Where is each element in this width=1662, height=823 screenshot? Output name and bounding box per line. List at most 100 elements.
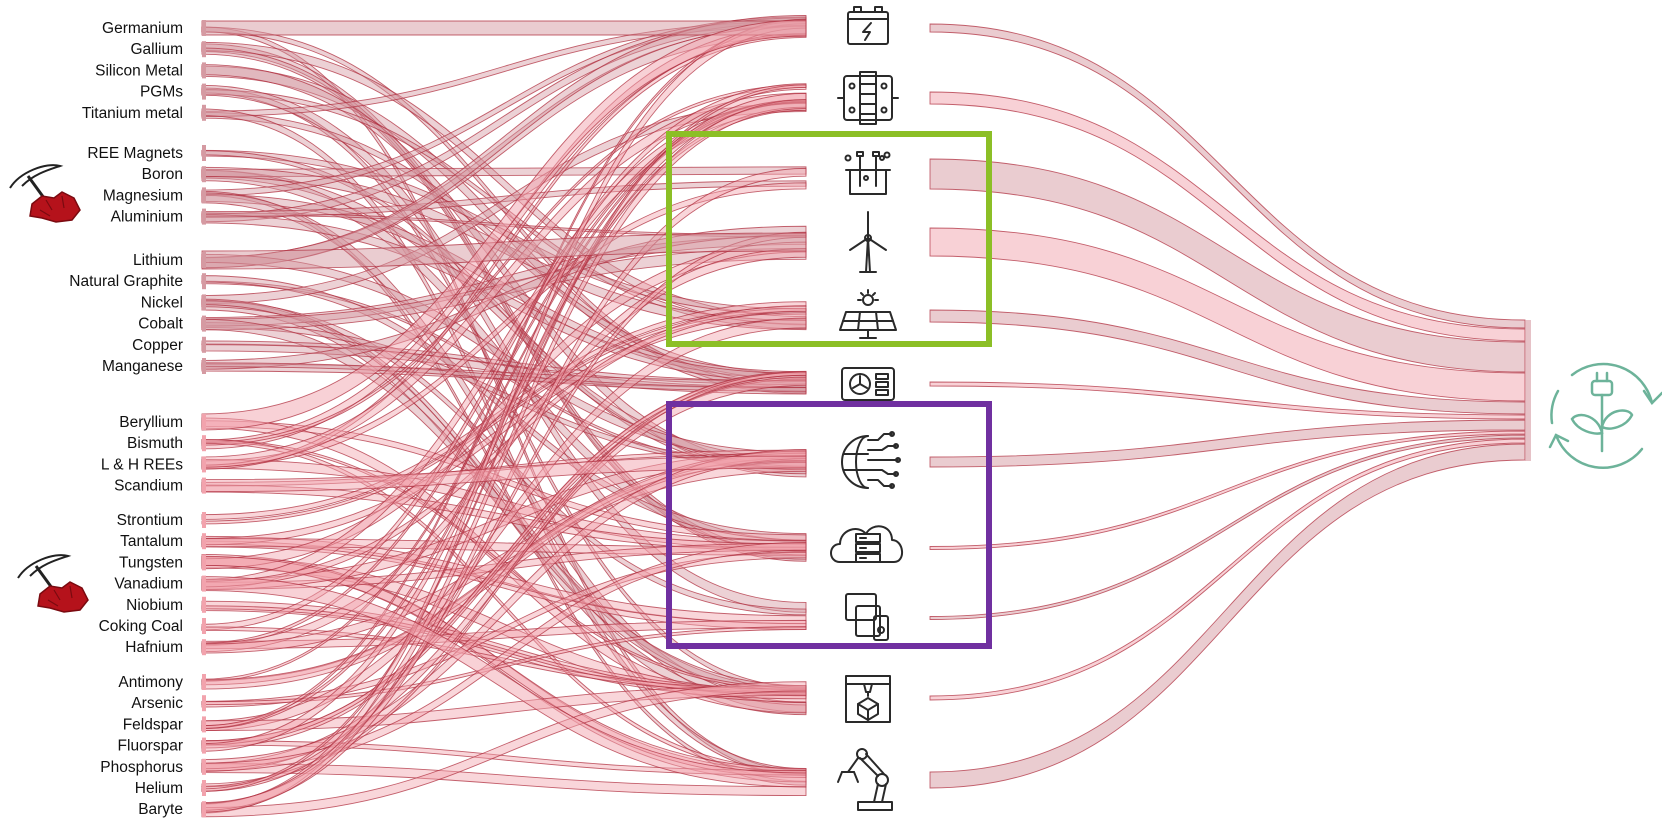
material-label: L & H REEs	[101, 456, 183, 473]
solar-panel-icon	[839, 289, 897, 339]
material-node	[202, 166, 206, 183]
heat-pump-icon	[841, 367, 895, 401]
flow-band	[929, 443, 1526, 789]
robot-arm-icon	[837, 748, 893, 811]
flow-band	[201, 247, 807, 331]
material-label: Coking Coal	[99, 618, 183, 635]
material-node	[202, 716, 206, 733]
material-label: Copper	[132, 337, 183, 354]
flow-band	[201, 541, 807, 772]
material-node	[202, 435, 206, 452]
material-label: Nickel	[141, 294, 183, 311]
material-node	[202, 695, 206, 712]
material-label: Cobalt	[138, 316, 183, 333]
flow-band	[201, 99, 807, 813]
material-node	[202, 737, 206, 754]
material-label: Lithium	[133, 252, 183, 269]
material-node	[202, 145, 206, 161]
material-label: Phosphorus	[100, 759, 183, 776]
material-node	[202, 477, 206, 494]
flow-band	[929, 158, 1526, 373]
3d-printer-icon	[845, 675, 891, 723]
material-node	[202, 533, 206, 550]
green-transition-cycle-icon	[1548, 362, 1662, 469]
material-label: Magnesium	[103, 187, 183, 204]
material-label: Strontium	[117, 512, 183, 529]
material-node	[202, 554, 206, 571]
flow-band	[201, 376, 807, 773]
material-label: Titanium metal	[82, 105, 183, 122]
material-label: Boron	[142, 166, 183, 183]
energy-technologies-box	[666, 131, 992, 347]
battery-icon	[847, 6, 889, 45]
flow-band	[201, 371, 807, 788]
material-node	[202, 294, 206, 311]
material-label: Helium	[135, 780, 183, 797]
material-label: Fluorspar	[118, 738, 183, 755]
material-label: Beryllium	[119, 414, 183, 431]
flow-band	[201, 681, 807, 818]
material-label: Gallium	[130, 41, 183, 58]
electrolyser-icon	[844, 151, 891, 195]
flow-band	[201, 685, 807, 732]
material-label: Germanium	[102, 20, 183, 37]
technology-to-end-use-flows	[929, 23, 1531, 789]
digital-technologies-box	[666, 401, 992, 649]
material-node	[202, 336, 206, 353]
devices-icon	[845, 593, 889, 641]
material-node	[202, 456, 206, 473]
material-label: Arsenic	[131, 695, 183, 712]
cloud-server-icon	[830, 525, 903, 563]
flow-band	[201, 19, 807, 431]
material-label: Niobium	[126, 597, 183, 614]
material-label: PGMs	[140, 84, 183, 101]
material-node	[202, 187, 206, 204]
material-node	[202, 674, 206, 690]
material-label: Tungsten	[119, 554, 183, 571]
flow-band	[929, 438, 1526, 701]
material-node	[202, 575, 206, 592]
material-node	[202, 208, 206, 225]
material-node	[202, 780, 206, 796]
flow-band	[201, 20, 807, 36]
material-label: REE Magnets	[87, 145, 183, 162]
material-node	[202, 358, 206, 374]
material-label: Scandium	[114, 478, 183, 495]
material-node	[202, 41, 206, 58]
material-label: Aluminium	[111, 209, 183, 226]
flow-band	[201, 455, 807, 493]
pickaxe-ore-icon	[9, 164, 81, 223]
flow-band	[201, 317, 807, 732]
material-node	[202, 639, 206, 656]
material-label: Hafnium	[125, 639, 183, 656]
material-label: Bismuth	[127, 435, 183, 452]
material-node	[202, 512, 206, 528]
material-label: Feldspar	[123, 716, 183, 733]
flow-band	[201, 232, 807, 270]
material-node	[202, 83, 206, 100]
flow-band	[201, 182, 807, 468]
material-to-technology-flows	[201, 15, 807, 818]
material-label: Natural Graphite	[69, 273, 183, 290]
flow-band	[201, 248, 807, 653]
material-node	[202, 315, 206, 332]
material-label: Tantalum	[120, 533, 183, 550]
flow-band	[201, 763, 807, 797]
flow-band	[201, 461, 807, 654]
flow-band	[201, 300, 807, 616]
material-node	[202, 252, 206, 268]
material-node	[202, 104, 206, 121]
material-label: Baryte	[138, 801, 183, 818]
material-node	[202, 273, 206, 290]
digital-circuit-globe-icon	[841, 431, 901, 489]
material-node	[202, 414, 206, 430]
material-node	[202, 618, 206, 634]
flow-band	[201, 150, 807, 475]
material-node	[202, 20, 206, 36]
fuel-cell-icon	[837, 71, 899, 125]
material-node	[202, 62, 206, 79]
flow-band	[201, 576, 807, 788]
flow-band	[201, 626, 807, 706]
